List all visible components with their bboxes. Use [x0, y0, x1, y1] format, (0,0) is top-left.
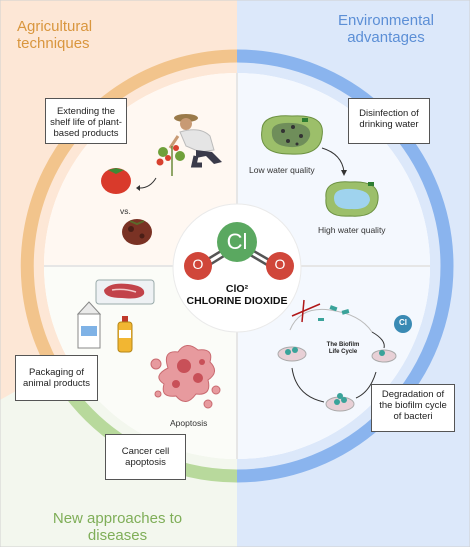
environmental-title-line1: Environmental	[338, 12, 434, 29]
biofilm-cycle-title: The Biofilm Life Cycle	[318, 342, 368, 356]
oxygen-atom-right	[266, 252, 294, 280]
compound-name: CHLORINE DIOXIDE	[186, 295, 288, 307]
fresh-tomato-icon	[101, 168, 131, 194]
agricultural-title-line1: Agricultural	[17, 18, 93, 35]
extend-shelf-life-box: Extending the shelf life of plant-based …	[45, 98, 127, 144]
milk-carton-icon	[76, 301, 102, 349]
environmental-title: Environmental advantages	[326, 12, 446, 46]
apoptosis-cells-illustration	[150, 345, 221, 409]
new-approaches-title-line1: New approaches to	[52, 510, 183, 527]
apoptosis-label: Apoptosis	[170, 418, 208, 428]
compound-formula: ClO²	[225, 283, 249, 295]
biofilm-degradation-box: Degradation of the biofilm cycle of bact…	[371, 384, 455, 432]
rotten-tomato-icon	[122, 219, 152, 245]
versus-label: vs.	[120, 206, 131, 216]
cl-badge-label: Cl	[399, 318, 407, 327]
center-circle	[172, 203, 302, 333]
disinfection-box: Disinfection of drinking water	[348, 98, 430, 144]
cancer-apoptosis-box: Cancer cell apoptosis	[105, 434, 186, 480]
chlorine-atom	[217, 222, 257, 262]
env-ring-segment	[236, 49, 454, 483]
oxygen-left-label: O	[192, 256, 204, 272]
low-water-quality-label: Low water quality	[249, 165, 315, 175]
oxygen-right-label: O	[274, 256, 286, 272]
compound-title: ClO² CHLORINE DIOXIDE	[175, 283, 299, 307]
juice-bottle-icon	[117, 316, 133, 353]
agricultural-title: Agricultural techniques	[17, 18, 92, 52]
agri-ring-segment	[20, 49, 238, 397]
biofilm-cycle-illustration	[277, 299, 412, 412]
cl-badge-icon	[394, 315, 412, 333]
biofilm-title-line1: The Biofilm	[326, 342, 360, 348]
new-approaches-title: New approaches to diseases	[0, 510, 235, 544]
oxygen-atom-left	[184, 252, 212, 280]
agricultural-title-line2: techniques	[17, 35, 90, 52]
clean-pond-icon	[325, 181, 379, 217]
high-water-quality-label: High water quality	[318, 225, 386, 235]
dirty-pond-icon	[261, 115, 323, 155]
environmental-title-line2: advantages	[347, 29, 425, 46]
new-approaches-title-line2: diseases	[87, 527, 148, 544]
chlorine-atom-label: Cl	[226, 229, 248, 254]
biofilm-title-line2: Life Cycle	[328, 349, 358, 355]
packaging-box: Packaging of animal products	[15, 355, 98, 401]
farmer-illustration	[156, 114, 222, 176]
packaged-meat-icon	[95, 279, 155, 305]
